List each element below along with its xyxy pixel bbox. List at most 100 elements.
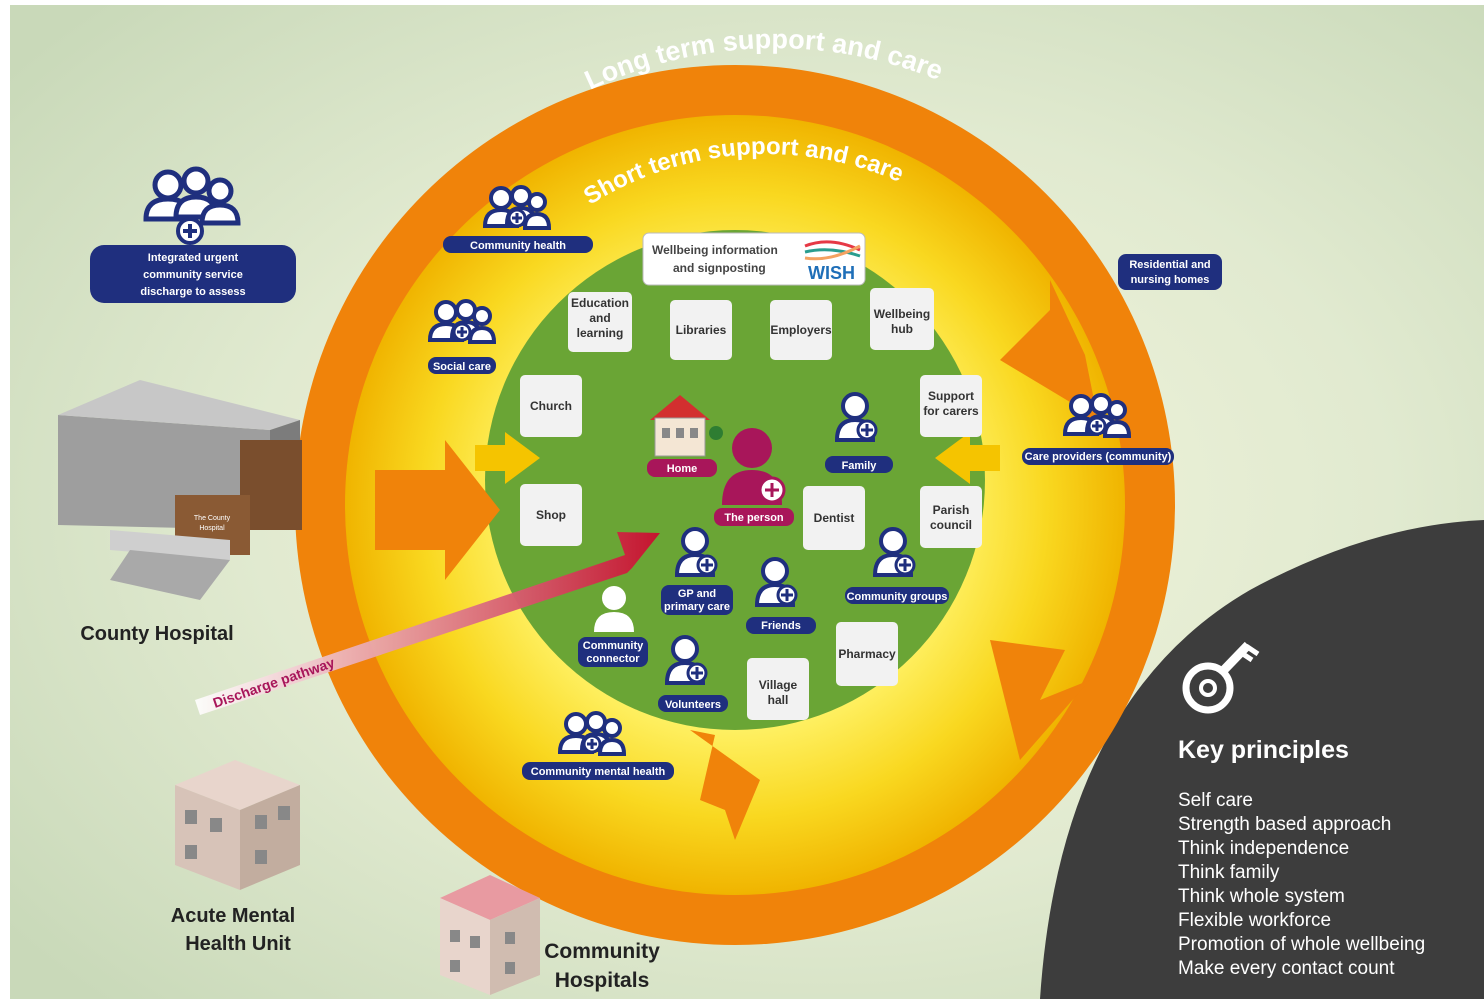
tile-village-label-2: hall: [768, 693, 789, 707]
tile-village-label-1: Village: [759, 678, 798, 692]
social-care-label: Social care: [428, 357, 496, 374]
discharge-pathway-arrow: [195, 532, 660, 715]
acute-mental-health-building: [175, 760, 300, 890]
tile-parish-label-1: Parish: [933, 503, 970, 517]
key-principle-item: Self care: [1178, 790, 1253, 811]
acute-mental-label-1: Acute Mental: [171, 905, 295, 927]
tile-education-label-3: learning: [577, 326, 624, 340]
tile-education-label-2: and: [589, 311, 610, 325]
tile-education-label-1: Education: [571, 296, 629, 310]
tile-parish-label-2: council: [930, 518, 972, 532]
social-care-icon: [428, 299, 496, 344]
tile-shop-label: Shop: [536, 508, 566, 522]
community-health-label: Community health: [443, 236, 593, 253]
community-mental-health-label: Community mental health: [522, 762, 674, 780]
community-hospitals-label-1: Community: [544, 940, 660, 963]
key-principle-item: Promotion of whole wellbeing: [1178, 934, 1425, 955]
wish-text-1: Wellbeing information: [652, 243, 778, 257]
volunteers-label: Volunteers: [658, 695, 728, 712]
key-principles-list: Self care Strength based approach Think …: [1178, 790, 1425, 979]
key-icon: [1182, 641, 1260, 714]
community-hospitals-label-2: Hospitals: [555, 969, 650, 992]
social-care-label-text: Social care: [433, 361, 491, 373]
community-mental-health-icon: [558, 711, 626, 756]
key-principle-item: Flexible workforce: [1178, 910, 1331, 931]
wish-text-2: and signposting: [673, 261, 766, 275]
community-mental-health-label-text: Community mental health: [531, 766, 666, 778]
home-label: Home: [647, 459, 717, 477]
tile-support-label-2: for carers: [923, 404, 979, 418]
tile-support-carers[interactable]: Support for carers: [920, 375, 982, 437]
friends-label: Friends: [746, 617, 816, 634]
community-connector-icon: [594, 586, 634, 632]
tile-wellbeing-label-2: hub: [891, 322, 913, 336]
county-hospital-building: The County Hospital: [58, 380, 302, 600]
tile-libraries-label: Libraries: [676, 323, 727, 337]
tile-education[interactable]: Education and learning: [568, 292, 632, 352]
county-hospital-label: County Hospital: [80, 623, 233, 645]
the-person-label-text: The person: [724, 512, 784, 524]
tile-pharmacy[interactable]: Pharmacy: [836, 622, 898, 686]
acute-mental-label-2: Health Unit: [185, 933, 291, 955]
key-principle-item: Think family: [1178, 862, 1280, 883]
integrated-label-1: Integrated urgent: [148, 252, 239, 264]
community-health-label-text: Community health: [470, 240, 566, 252]
home-icon: [650, 395, 723, 457]
tile-support-label-1: Support: [928, 389, 974, 403]
gp-label-2: primary care: [664, 601, 730, 613]
care-providers-label-text: Care providers (community): [1025, 451, 1172, 463]
care-providers-label: Care providers (community): [1022, 448, 1174, 465]
tile-parish[interactable]: Parish council: [920, 486, 982, 548]
key-principle-item: Think whole system: [1178, 886, 1345, 907]
key-principle-item: Make every contact count: [1178, 958, 1395, 979]
tile-shop[interactable]: Shop: [520, 484, 582, 546]
wish-logo-icon: [804, 240, 861, 261]
ring-arrows: [375, 280, 1100, 840]
tile-village-hall[interactable]: Village hall: [747, 658, 809, 720]
community-health-icon: [483, 185, 551, 230]
tile-libraries[interactable]: Libraries: [670, 300, 732, 360]
family-label: Family: [825, 456, 893, 473]
integrated-urgent-label: Integrated urgent community service disc…: [90, 245, 296, 303]
community-connector-label: Community connector: [578, 637, 648, 667]
the-person-label: The person: [714, 508, 794, 526]
residential-label-2: nursing homes: [1131, 274, 1210, 286]
tile-employers[interactable]: Employers: [770, 300, 832, 360]
the-person-icon: [722, 428, 786, 505]
volunteers-label-text: Volunteers: [665, 699, 721, 711]
key-principle-item: Strength based approach: [1178, 814, 1391, 835]
integrated-urgent-icon: [143, 166, 241, 245]
home-label-text: Home: [667, 463, 698, 475]
community-hospitals-building: [440, 875, 540, 995]
wish-logo-text: WISH: [808, 263, 855, 283]
inner-arrows: [475, 432, 1000, 484]
care-providers-icon: [1063, 393, 1131, 438]
residential-label-1: Residential and: [1129, 259, 1210, 271]
community-groups-label-text: Community groups: [847, 591, 948, 603]
gp-label: GP and primary care: [661, 585, 733, 615]
hospital-sign-line-1: The County: [194, 515, 231, 522]
key-principle-item: Think independence: [1178, 838, 1349, 859]
gp-label-1: GP and: [678, 588, 716, 600]
tile-dentist[interactable]: Dentist: [803, 486, 865, 550]
tile-church-label: Church: [530, 399, 572, 413]
hospital-sign-line-2: Hospital: [199, 525, 225, 532]
friends-label-text: Friends: [761, 620, 801, 632]
community-groups-label: Community groups: [845, 587, 949, 604]
integrated-label-2: community service: [143, 269, 243, 281]
key-principles-title: Key principles: [1178, 736, 1349, 764]
tile-church[interactable]: Church: [520, 375, 582, 437]
tile-pharmacy-label: Pharmacy: [838, 647, 896, 661]
tile-dentist-label: Dentist: [814, 511, 855, 525]
wish-box[interactable]: Wellbeing information and signposting WI…: [642, 232, 866, 286]
tile-wellbeing-label-1: Wellbeing: [874, 307, 930, 321]
integrated-label-3: discharge to assess: [140, 286, 245, 298]
tile-wellbeing-hub[interactable]: Wellbeing hub: [870, 288, 934, 350]
connector-label-1: Community: [583, 640, 644, 652]
connector-label-2: connector: [586, 653, 640, 665]
residential-label: Residential and nursing homes: [1118, 254, 1222, 290]
key-principles-panel: [1040, 520, 1484, 999]
family-label-text: Family: [842, 460, 878, 472]
